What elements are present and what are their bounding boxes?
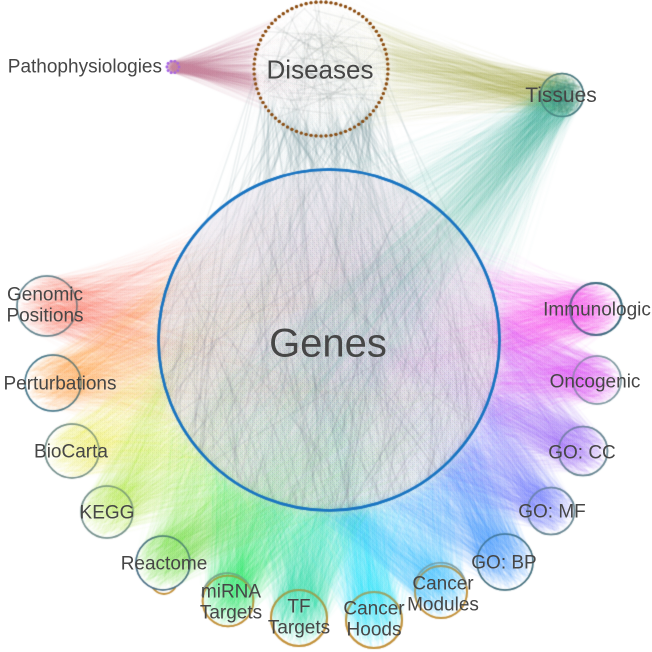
network-visualization: Genes Diseases Pathophysiologies Tissues…: [0, 0, 652, 652]
edge-bundle-canvas: [0, 0, 652, 652]
